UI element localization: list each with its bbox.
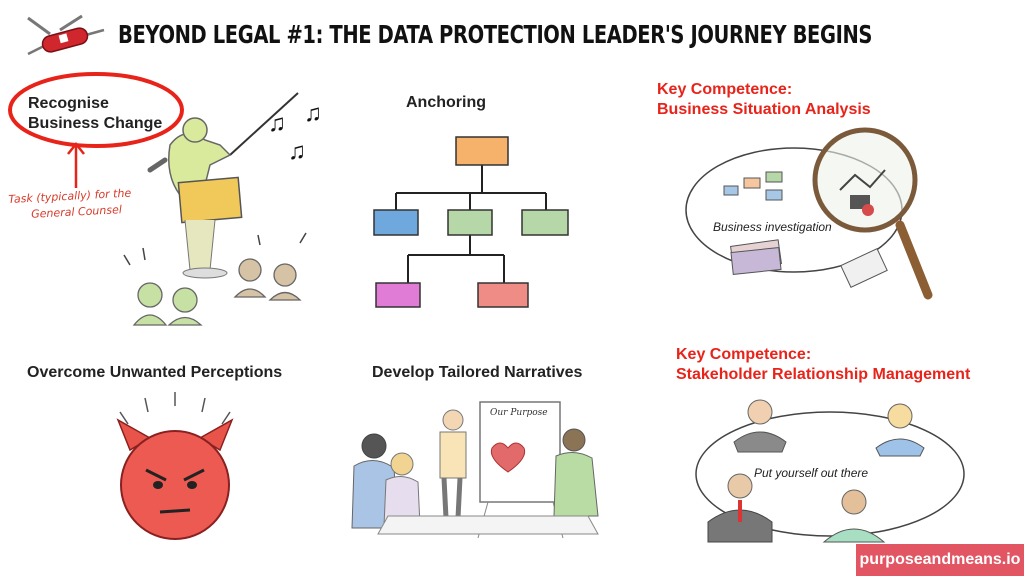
music-note-icon: ♫: [288, 138, 306, 165]
stakeholder-caption: Put yourself out there: [754, 466, 869, 480]
business-investigation-caption: Business investigation: [713, 220, 832, 234]
magnifier-icon: [812, 127, 933, 300]
music-note-icon: ♫: [268, 110, 286, 137]
stakeholder-illustration: [695, 399, 965, 543]
board-data-text: DATA: [498, 434, 520, 443]
recognise-label: Recognise Business Change: [28, 95, 163, 132]
music-note-icon: ♫: [304, 100, 322, 127]
brand-badge: purposeandmeans.io: [856, 544, 1024, 576]
narratives-label: Develop Tailored Narratives: [372, 364, 583, 381]
stakeholder-heading: Key Competence: Stakeholder Relationship…: [676, 346, 971, 383]
swiss-knife-icon: [27, 14, 105, 56]
board-title: Our Purpose: [490, 408, 548, 418]
analysis-heading: Key Competence: Business Situation Analy…: [657, 81, 871, 118]
perceptions-label: Overcome Unwanted Perceptions: [27, 364, 283, 381]
anchoring-label: Anchoring: [406, 94, 486, 111]
conductor-illustration: [123, 92, 307, 326]
page-title: BEYOND LEGAL #1: THE DATA PROTECTION LEA…: [118, 20, 873, 49]
red-circle-highlight: [8, 72, 184, 148]
presentation-illustration: [351, 401, 599, 539]
devil-face-icon: [116, 392, 234, 540]
red-arrow: [67, 141, 85, 188]
org-chart: [373, 136, 569, 308]
